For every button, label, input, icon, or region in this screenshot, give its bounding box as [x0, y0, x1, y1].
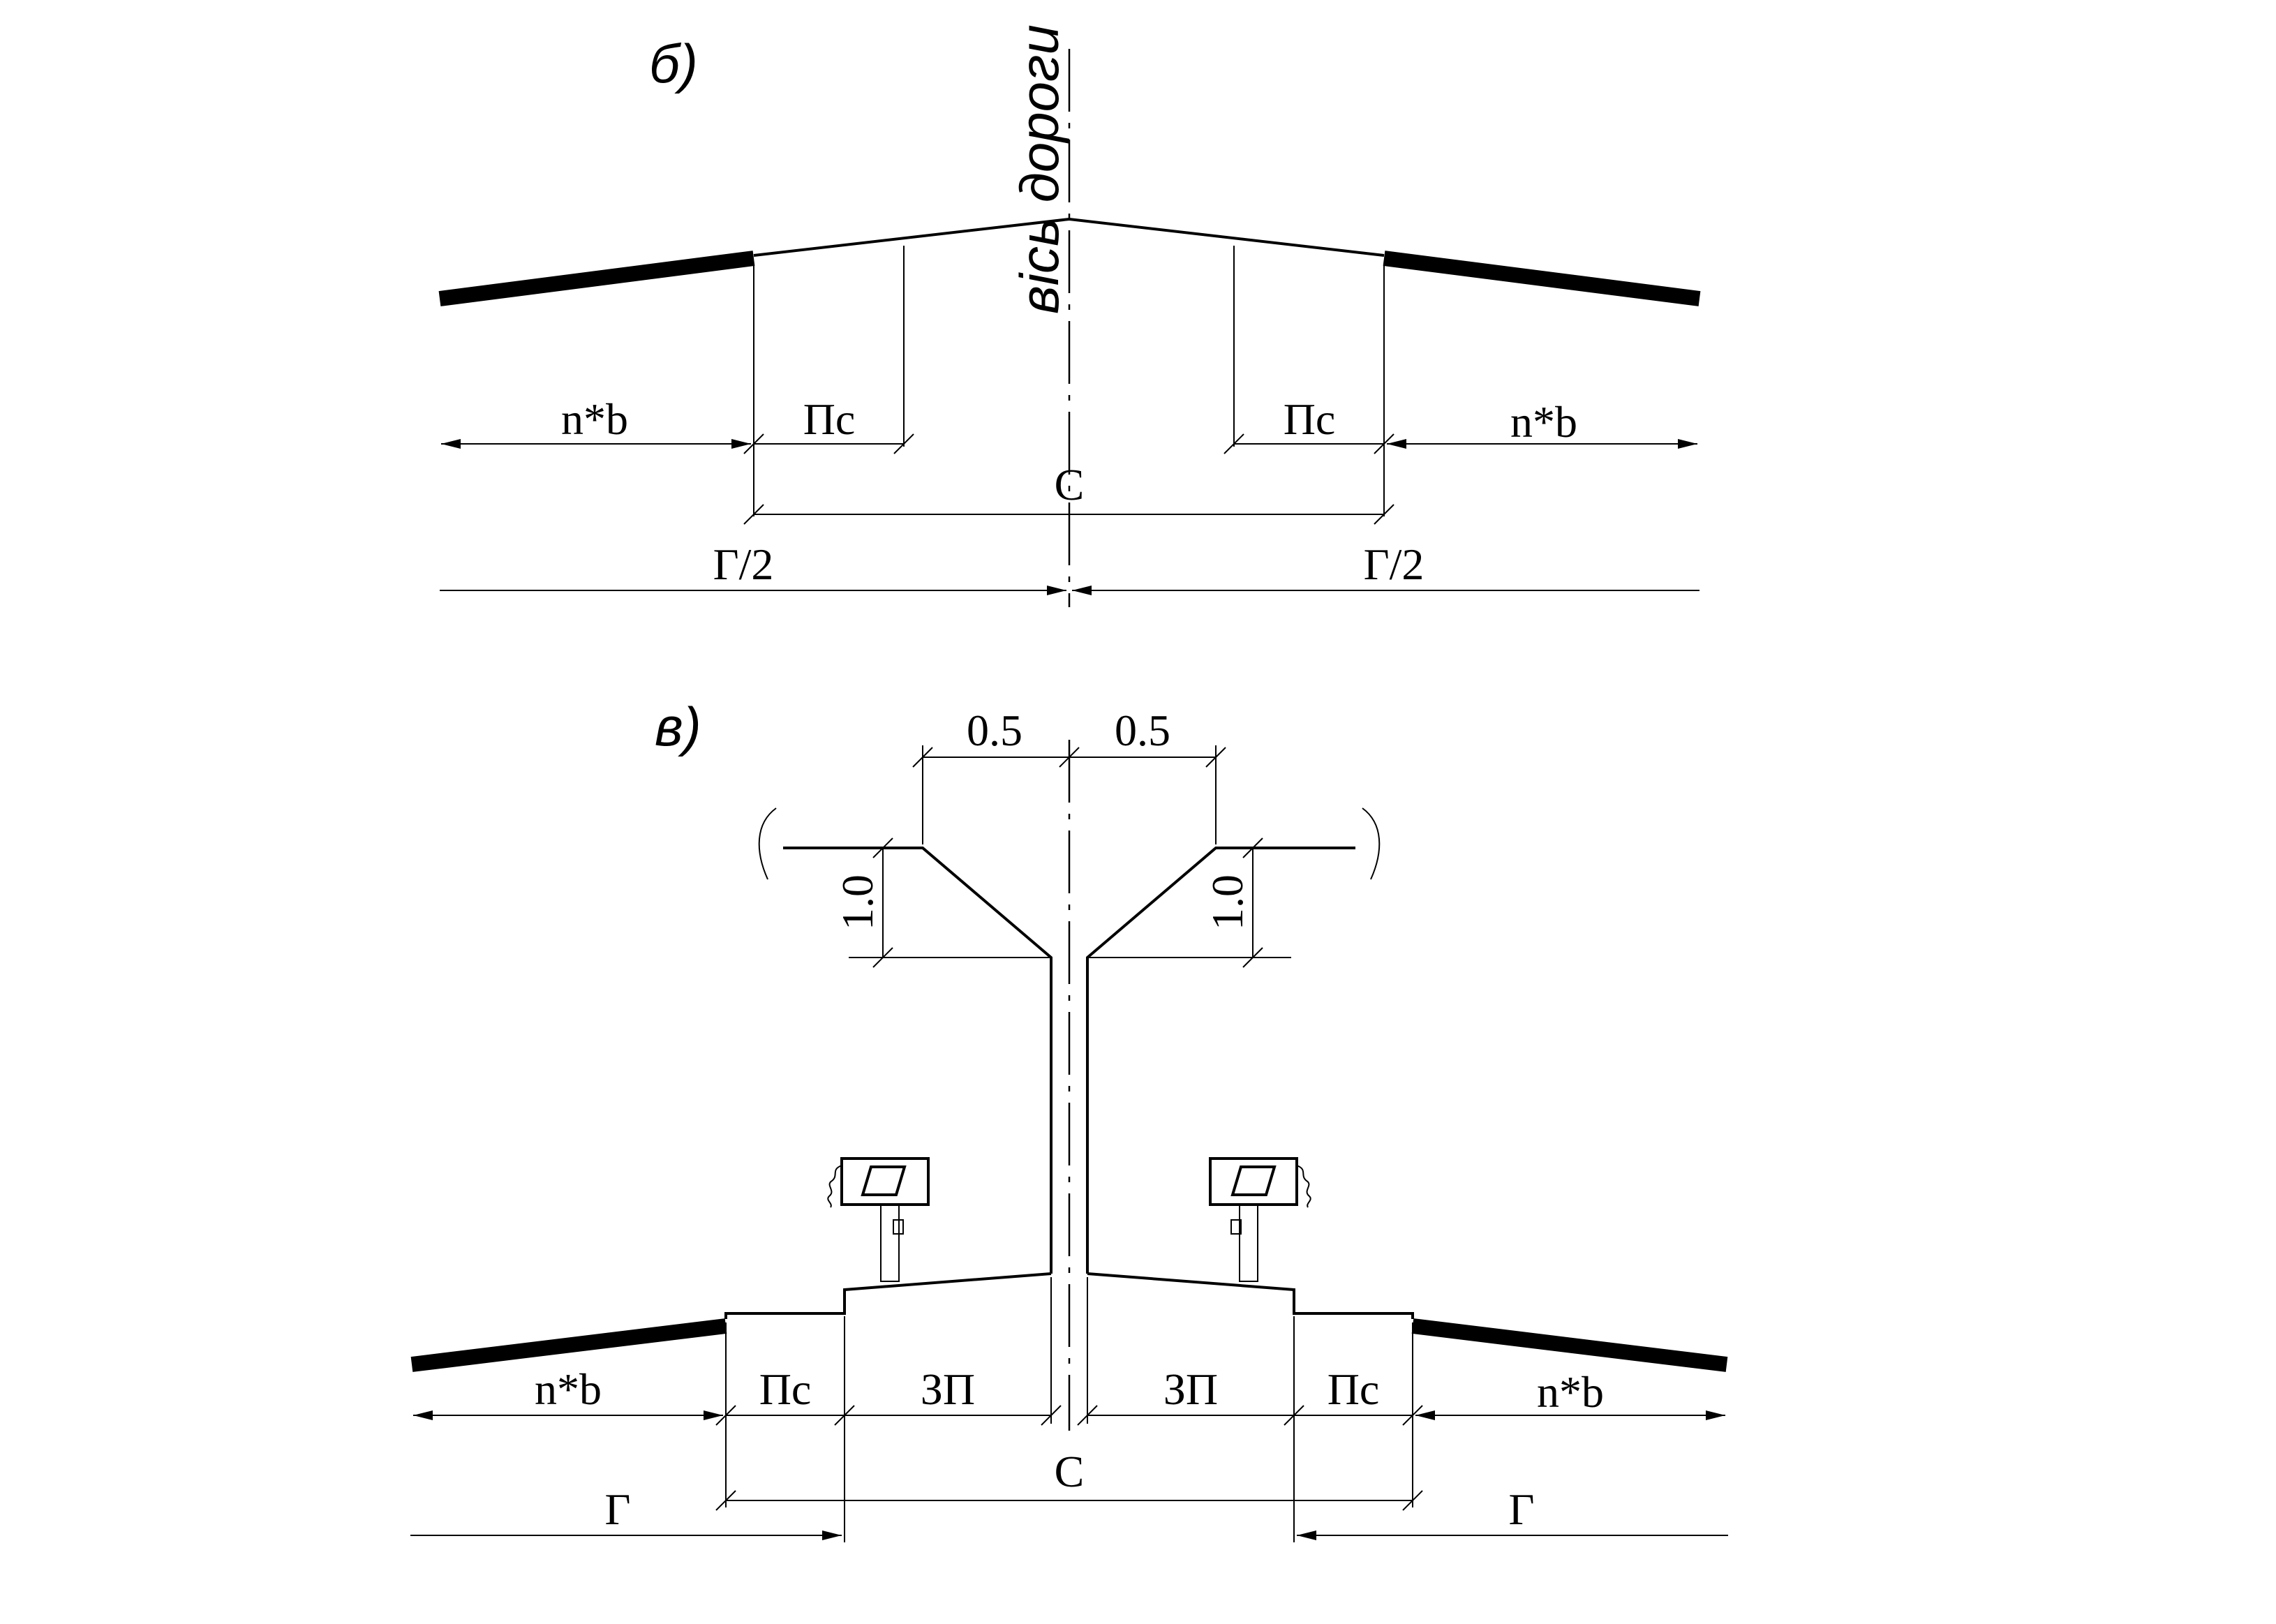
tick: [1402, 1490, 1423, 1511]
median-right-surface: [1087, 1272, 1414, 1319]
tick: [1077, 1405, 1098, 1426]
dim-label-g2-left: Г/2: [713, 539, 774, 589]
tick: [1374, 433, 1394, 454]
tick: [715, 1405, 736, 1426]
dim-label-pc-left: Пс: [759, 1364, 812, 1414]
dim-label-pc-right: Пс: [1284, 394, 1336, 444]
ground-break-left: [758, 807, 777, 880]
dim-label-c: С: [1055, 460, 1085, 509]
tick: [912, 747, 933, 768]
left-shoulder: [410, 1318, 727, 1372]
dim-label-half-right: 0.5: [1115, 706, 1170, 755]
road-axis-label: вісь дороги: [1009, 24, 1070, 314]
barrier-right-icon: [1209, 1157, 1311, 1282]
diagram-b: б) вісь дороги n*b Пс Пс n*b С: [438, 24, 1701, 607]
ditch-left-slope: [783, 847, 1053, 1274]
tick: [1242, 837, 1263, 858]
tick: [1205, 747, 1226, 768]
dim-label-g-right: Г: [1509, 1484, 1535, 1534]
right-shoulder: [1411, 1318, 1728, 1372]
tick: [1374, 504, 1394, 525]
dim-label-c: С: [1055, 1447, 1085, 1496]
tick: [872, 947, 893, 968]
right-shoulder: [1383, 251, 1701, 306]
dim-label-pc-right: Пс: [1327, 1364, 1380, 1414]
dim-label-pc-left: Пс: [803, 394, 856, 444]
tick: [1223, 433, 1244, 454]
median-left-surface: [724, 1272, 1052, 1319]
tick: [743, 504, 764, 525]
dim-label-g-left: Г: [605, 1484, 631, 1534]
dim-label-nb-left: n*b: [535, 1364, 602, 1414]
tick: [1041, 1405, 1062, 1426]
tick: [893, 433, 914, 454]
tick: [715, 1490, 736, 1511]
dim-label-g2-right: Г/2: [1364, 539, 1425, 589]
left-shoulder: [438, 251, 755, 306]
dim-label-half-left: 0.5: [967, 706, 1022, 755]
dim-label-nb-left: n*b: [561, 394, 628, 444]
dim-label-nb-right: n*b: [1510, 397, 1577, 447]
tick: [1242, 947, 1263, 968]
dim-label-zp-right: ЗП: [1163, 1364, 1218, 1414]
diagram-v-title: в): [655, 696, 701, 757]
ground-break-right: [1362, 807, 1381, 880]
dim-label-height-left: 1.0: [833, 874, 882, 930]
pavement-surface: [753, 217, 1385, 257]
tick: [872, 837, 893, 858]
dim-label-height-right: 1.0: [1203, 874, 1252, 930]
tick: [1059, 747, 1080, 768]
dim-label-zp-left: ЗП: [921, 1364, 975, 1414]
barrier-left-icon: [827, 1157, 930, 1282]
dim-label-nb-right: n*b: [1537, 1367, 1604, 1417]
diagram-v: в) 0.5 0.5 1.0 1.0: [410, 696, 1728, 1542]
tick: [1402, 1405, 1423, 1426]
diagram-b-title: б): [649, 33, 698, 94]
tick: [743, 433, 764, 454]
